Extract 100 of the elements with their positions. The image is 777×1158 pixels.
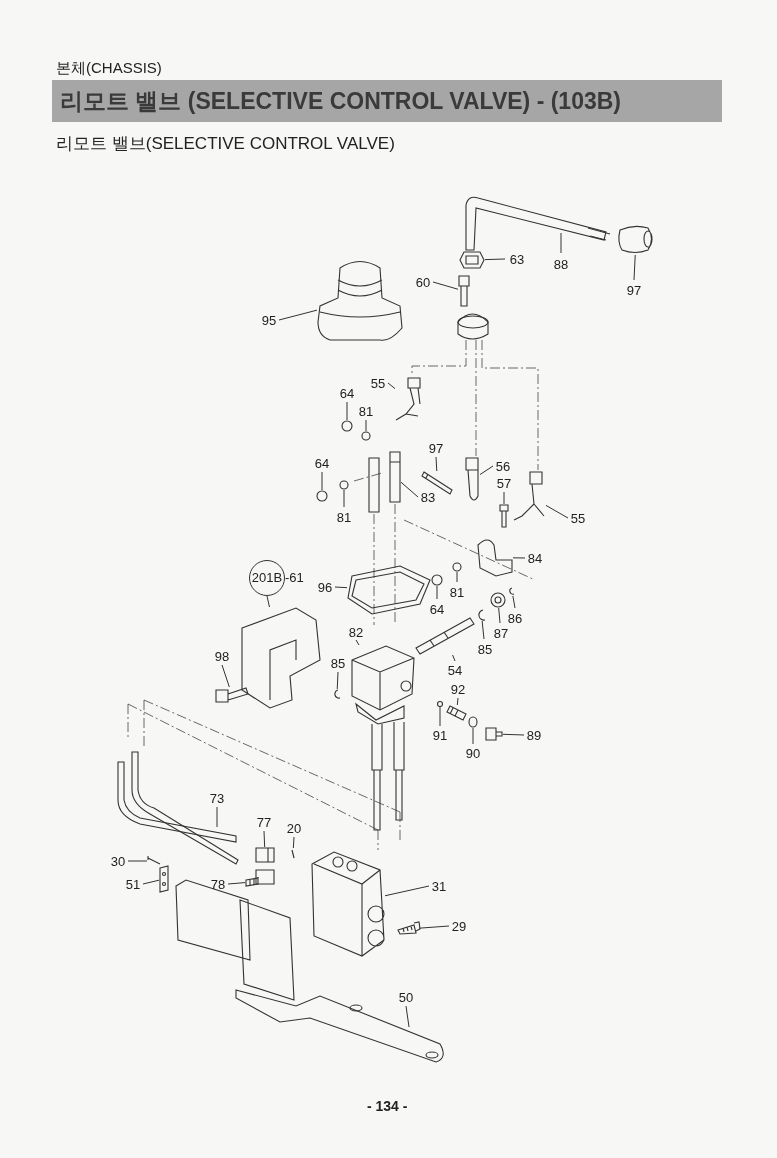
callout-number: 86	[507, 611, 523, 625]
leader-line	[503, 491, 505, 505]
leader-line	[418, 925, 450, 929]
leader-line	[633, 254, 636, 281]
callout-number: 20	[286, 821, 302, 835]
leader-line	[127, 860, 148, 862]
control-valve-drawing	[311, 851, 385, 957]
leader-line	[400, 481, 419, 498]
snap-ring-drawing	[508, 586, 516, 596]
callout-number: 85	[477, 642, 493, 656]
callout-number: 83	[420, 490, 436, 504]
nut-drawing	[341, 420, 353, 432]
leader-line	[336, 671, 339, 690]
plug-drawing	[485, 727, 503, 741]
callout-number: 50	[398, 990, 414, 1004]
callout-number: 64	[314, 456, 330, 470]
callout-number: 97	[428, 441, 444, 455]
leader-line	[365, 419, 367, 432]
leader-line	[405, 1005, 410, 1028]
callout-number: 88	[553, 257, 569, 271]
callout-number: 85	[330, 656, 346, 670]
leader-line	[545, 504, 569, 519]
title-banner: 리모트 밸브 (SELECTIVE CONTROL VALVE) - (103B)	[52, 80, 722, 122]
callout-number: 56	[495, 459, 511, 473]
leader-line	[481, 620, 485, 640]
leader-line	[479, 465, 494, 476]
callout-number: 60	[415, 275, 431, 289]
leader-line	[142, 879, 160, 885]
leader-line	[334, 586, 348, 589]
reference-suffix: -61	[285, 569, 304, 588]
leader-line	[221, 664, 230, 688]
callout-number: 98	[214, 649, 230, 663]
callout-number: 77	[256, 815, 272, 829]
leader-line	[456, 571, 458, 583]
callout-number: 64	[339, 386, 355, 400]
callout-number: 84	[527, 551, 543, 565]
snap-ring-drawing	[477, 609, 486, 621]
callout-number: 96	[317, 580, 333, 594]
pin-drawing	[389, 451, 401, 503]
leader-line	[456, 697, 459, 706]
callout-number: 97	[626, 283, 642, 297]
pin-drawing	[245, 877, 259, 887]
leader-line	[484, 258, 506, 261]
callout-number: 29	[451, 919, 467, 933]
screw-drawing	[147, 856, 161, 866]
leader-line	[436, 585, 438, 600]
leader-line	[343, 489, 345, 508]
washer-drawing	[339, 480, 349, 490]
leader-line	[387, 382, 396, 390]
pin-drawing	[290, 848, 296, 860]
lever-arm-drawing	[465, 457, 480, 502]
leader-line	[498, 607, 501, 624]
callout-number: 81	[358, 404, 374, 418]
callout-number: 31	[431, 879, 447, 893]
leader-line	[432, 281, 459, 290]
leader-line	[321, 471, 323, 491]
callout-number: 57	[496, 476, 512, 490]
callout-number: 64	[429, 602, 445, 616]
callout-number: 81	[449, 585, 465, 599]
callout-number: 55	[570, 511, 586, 525]
leader-line	[560, 232, 562, 254]
leader-line	[435, 456, 438, 472]
leader-line	[512, 595, 516, 609]
leader-line	[278, 309, 318, 321]
section-heading: 본체(CHASSIS)	[56, 58, 162, 78]
ball-drawing	[437, 701, 443, 707]
leader-line	[346, 401, 348, 421]
bolt-drawing	[458, 275, 470, 307]
callout-number: 81	[336, 510, 352, 524]
leader-line	[216, 806, 218, 828]
nut-drawing	[459, 251, 485, 269]
callout-number: 92	[450, 682, 466, 696]
callout-number: 87	[493, 626, 509, 640]
spool-drawing	[415, 617, 475, 655]
washer-drawing	[490, 592, 506, 608]
leader-line	[502, 733, 525, 736]
callout-number: 91	[432, 728, 448, 742]
leader-line	[439, 706, 441, 727]
leader-line	[355, 639, 360, 646]
leader-line	[452, 654, 456, 662]
bolt-drawing	[397, 923, 419, 935]
callout-number: 73	[209, 791, 225, 805]
callout-number: 55	[370, 376, 386, 390]
page-number: - 134 -	[367, 1097, 408, 1116]
leader-line	[512, 557, 526, 559]
washer-drawing	[361, 431, 371, 441]
callout-number: 78	[210, 877, 226, 891]
callout-number: 82	[348, 625, 364, 639]
callout-number: 63	[509, 252, 525, 266]
callout-number: 95	[261, 313, 277, 327]
leader-line	[292, 836, 295, 849]
leader-line	[266, 595, 270, 608]
snap-ring-drawing	[333, 689, 341, 699]
plate-drawing	[159, 865, 169, 893]
bracket-drawing	[477, 538, 513, 577]
subtitle: 리모트 밸브(SELECTIVE CONTROL VALVE)	[56, 133, 395, 155]
knob-drawing	[616, 223, 656, 255]
callout-number: 54	[447, 663, 463, 677]
bolt-drawing	[499, 504, 509, 528]
spring-drawing	[446, 705, 467, 721]
